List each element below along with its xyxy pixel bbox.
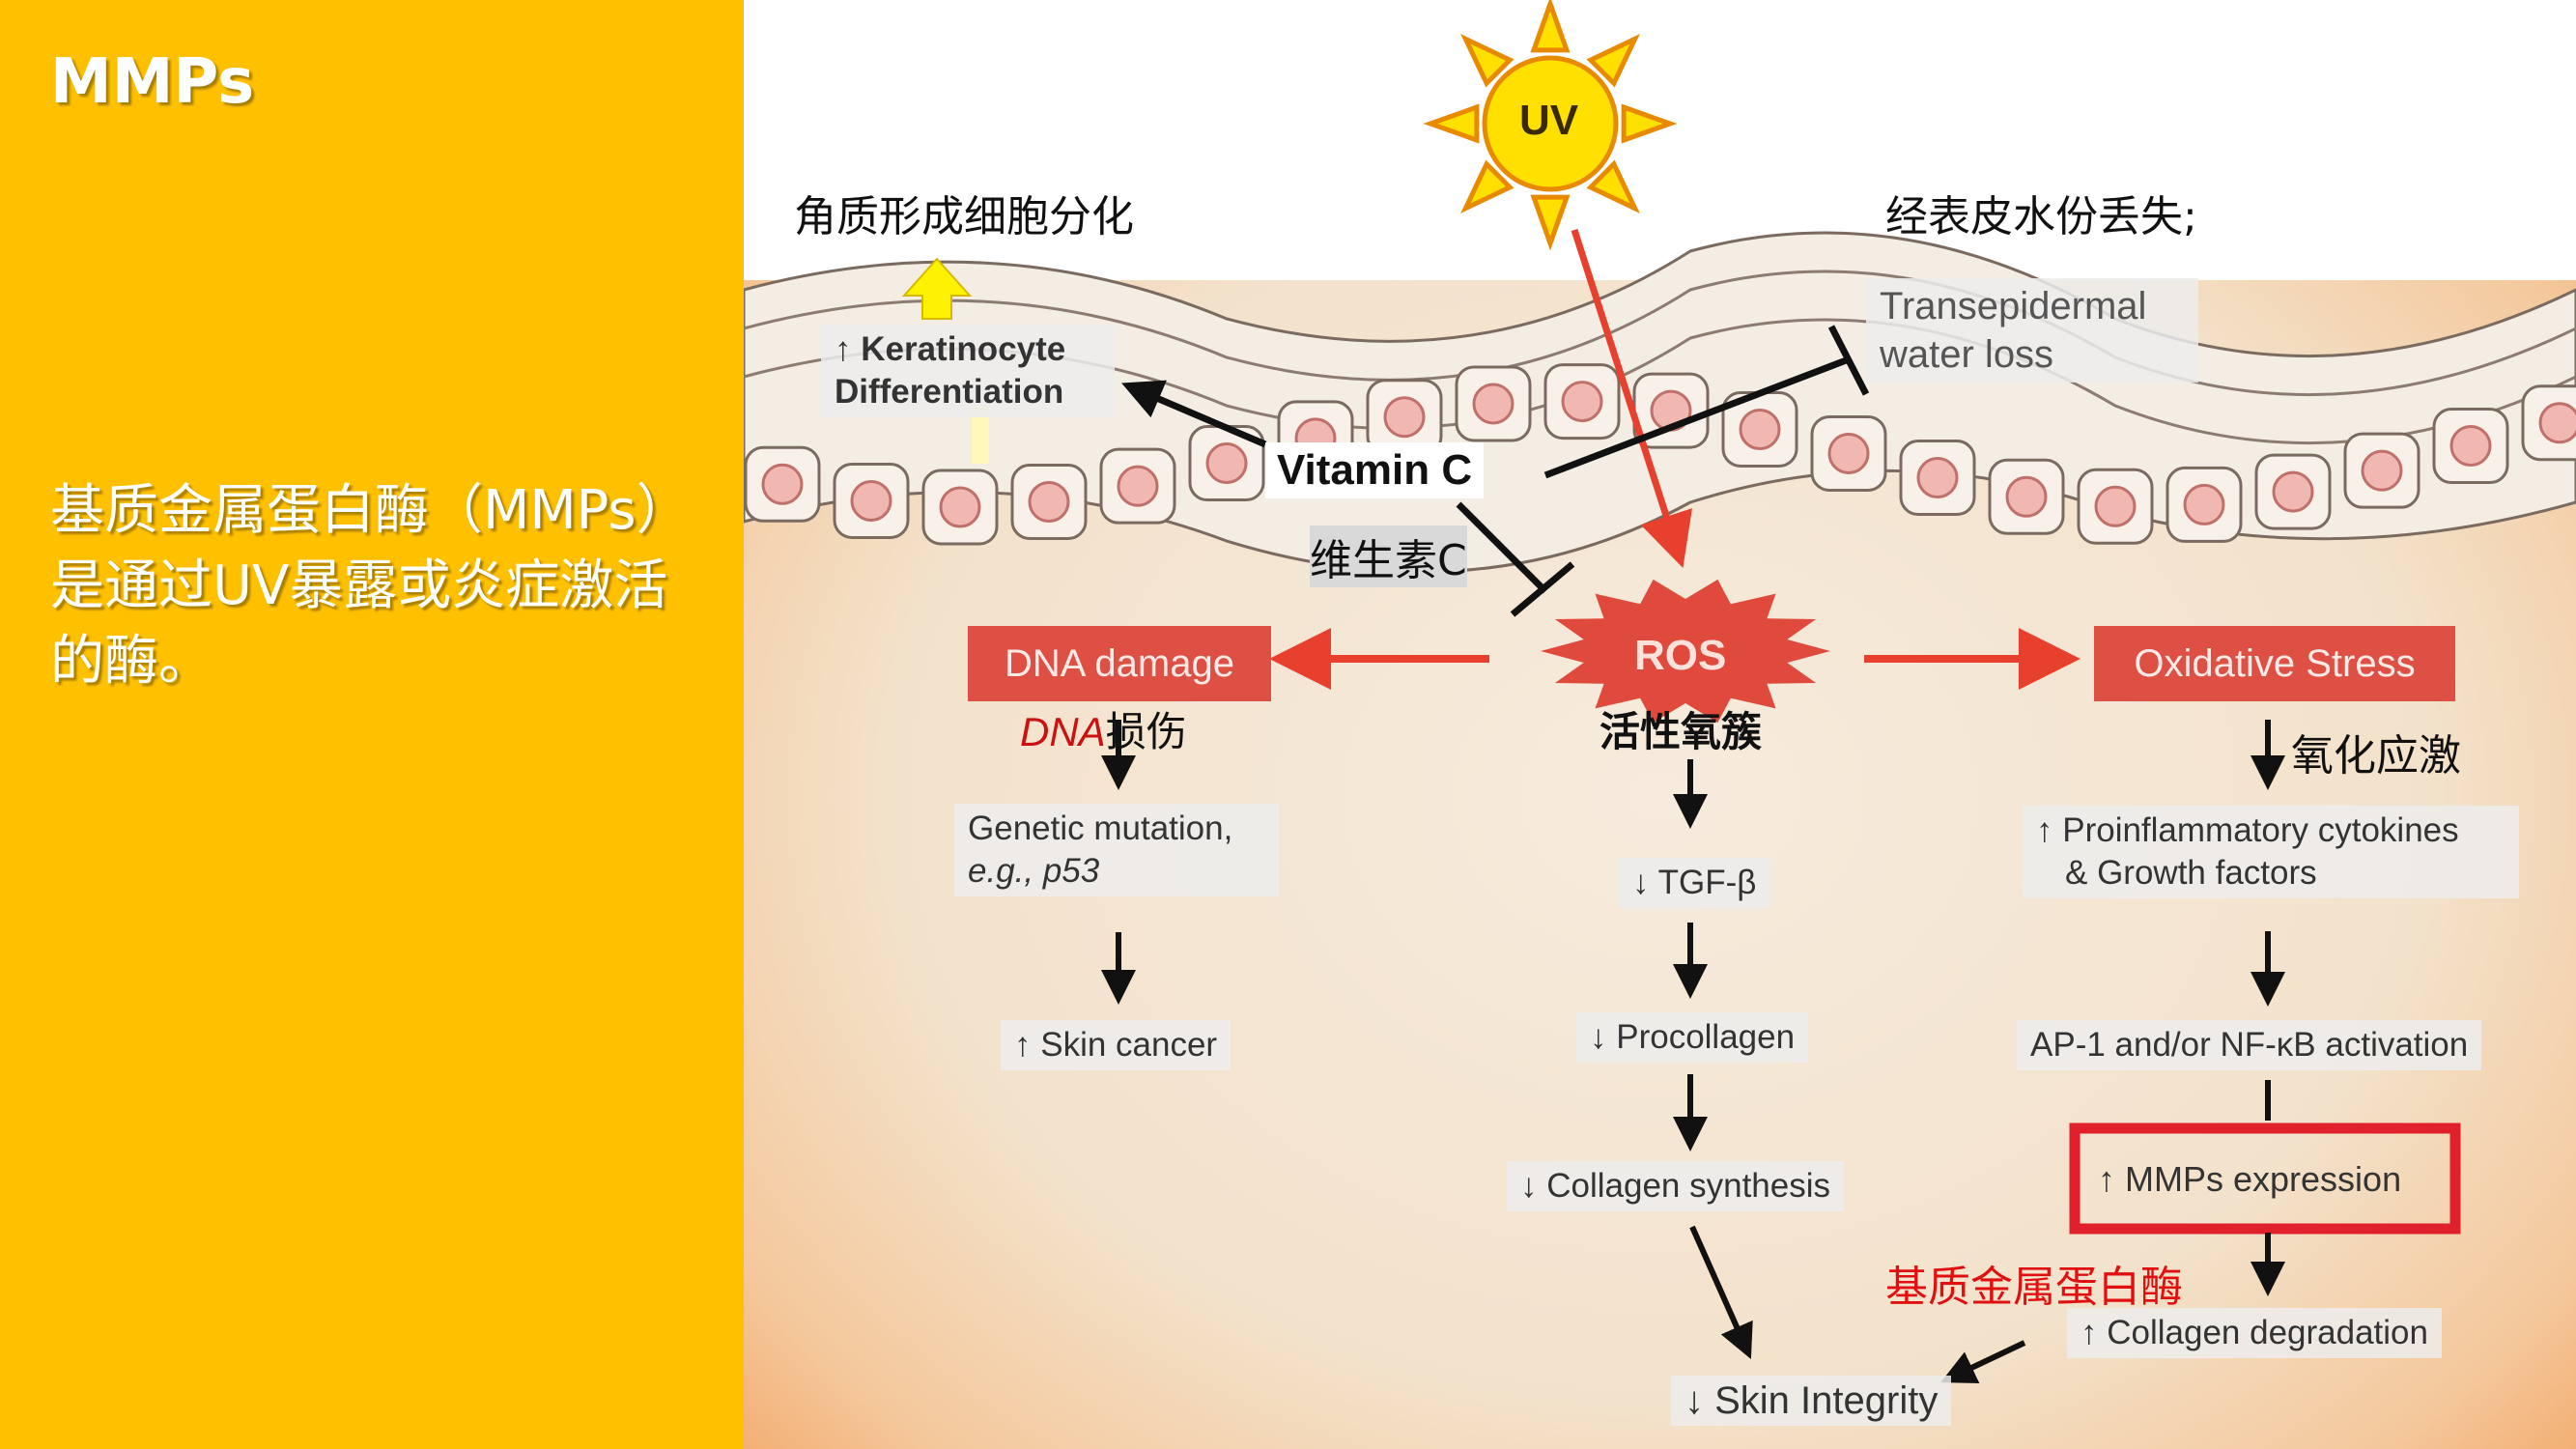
sun-ray — [1460, 34, 1514, 88]
cell-nucleus — [2449, 425, 2492, 468]
cell-nucleus — [761, 463, 804, 505]
dna-suffix: 损伤 — [1105, 708, 1187, 755]
keratinocyte-stem — [972, 406, 989, 464]
cell-nucleus — [1739, 408, 1781, 450]
proinflammatory-line-1: ↑ Proinflammatory cytokines — [2036, 811, 2459, 849]
mmp-zh-label: 基质金属蛋白酶 — [1885, 1263, 2183, 1312]
dna-damage-zh-label: DNA损伤 — [1020, 699, 1187, 758]
cell-nucleus — [1561, 381, 1603, 423]
left-panel: MMPs 基质金属蛋白酶（MMPs）是通过UV暴露或炎症激活的酶。 — [0, 0, 744, 1449]
cell-nucleus — [1205, 442, 1248, 485]
cell-nucleus — [2272, 470, 2314, 513]
skin-integrity-box: ↓ Skin Integrity — [1671, 1376, 1952, 1426]
sun-ray — [1530, 0, 1571, 53]
sun-ray — [1460, 159, 1514, 213]
transepidermal-box: Transepidermal water loss — [1866, 278, 2198, 383]
yellow-up-arrow — [901, 257, 973, 320]
cell-nucleus — [2361, 449, 2403, 492]
sky-background — [744, 0, 2576, 280]
vitamin-c-label: Vitamin C — [1265, 442, 1485, 498]
transepidermal-line-1: Transepidermal — [1880, 285, 2147, 327]
cell-nucleus — [939, 486, 981, 528]
oxidative-stress-box: Oxidative Stress — [2094, 626, 2455, 701]
keratinocyte-zh-label: 角质形成细胞分化 — [794, 192, 1134, 242]
uv-ray-arrow — [1571, 228, 1692, 568]
dna-damage-box: DNA damage — [968, 626, 1271, 701]
ros-starburst — [1541, 579, 1830, 724]
ap1-box: AP-1 and/or NF-κB activation — [2017, 1020, 2482, 1070]
ros-label: ROS — [1634, 632, 1727, 679]
cell-nucleus — [1827, 432, 1870, 474]
cell-nucleus — [1028, 480, 1070, 523]
procollagen-box: ↓ Procollagen — [1576, 1012, 1809, 1063]
oxidative-zh-label: 氧化应激 — [2291, 731, 2461, 781]
cell-nucleus — [1916, 457, 1959, 499]
cell-nucleus — [2538, 402, 2576, 444]
tgf-box: ↓ TGF-β — [1619, 858, 1770, 908]
cell-nucleus — [2183, 483, 2225, 526]
cell-nucleus — [2005, 475, 2048, 518]
uv-label: UV — [1519, 97, 1579, 144]
cell-nucleus — [1117, 465, 1159, 507]
genetic-mutation-line-2: e.g., p53 — [968, 852, 1100, 890]
mmps-highlight-frame — [2069, 1122, 2461, 1235]
diagram-graphics — [744, 0, 2576, 1449]
sun-ray — [1586, 159, 1640, 213]
sun-ray — [1621, 103, 1678, 144]
collagen-synthesis-box: ↓ Collagen synthesis — [1507, 1161, 1844, 1211]
proinflammatory-box: ↑ Proinflammatory cytokines & Growth fac… — [2023, 806, 2519, 898]
skin-cancer-box: ↑ Skin cancer — [1001, 1020, 1231, 1070]
slide-body-text: 基质金属蛋白酶（MMPs）是通过UV暴露或炎症激活的酶。 — [50, 479, 668, 693]
transepidermal-zh-label: 经表皮水份丢失; — [1885, 192, 2197, 242]
genetic-mutation-line-1: Genetic mutation, — [968, 810, 1233, 847]
sun-icon — [1423, 0, 1678, 251]
cell-nucleus — [1383, 396, 1426, 439]
keratinocyte-line-1: ↑ Keratinocyte — [835, 330, 1066, 368]
flow-arrows — [1101, 720, 2285, 1383]
proinflammatory-line-2: & Growth factors — [2065, 854, 2317, 892]
skin-diagram: UV 角质形成细胞分化 经表皮水份丢失; ↑ Keratinocyte Diff… — [744, 0, 2576, 1449]
vitamin-c-inhibition-lines — [1121, 325, 1870, 617]
keratinocyte-box: ↑ Keratinocyte Differentiation — [821, 325, 1115, 417]
transepidermal-line-2: water loss — [1880, 333, 2054, 376]
sun-ray — [1530, 194, 1571, 251]
keratinocyte-line-2: Differentiation — [835, 373, 1064, 411]
mmps-expression-label: ↑ MMPs expression — [2098, 1159, 2402, 1199]
dna-prefix: DNA — [1020, 709, 1106, 754]
genetic-mutation-box: Genetic mutation, e.g., p53 — [954, 804, 1279, 896]
sun-ray — [1586, 34, 1640, 88]
cell-nucleus — [2094, 485, 2137, 527]
sun-ray — [1423, 103, 1480, 144]
cell-nucleus — [850, 479, 892, 522]
ros-zh-label: 活性氧簇 — [1599, 708, 1763, 755]
vitamin-c-zh-label: 维生素C — [1310, 526, 1467, 587]
cell-nucleus — [1472, 383, 1514, 425]
slide-title: MMPs — [50, 46, 255, 118]
collagen-degradation-box: ↑ Collagen degradation — [2067, 1308, 2442, 1358]
